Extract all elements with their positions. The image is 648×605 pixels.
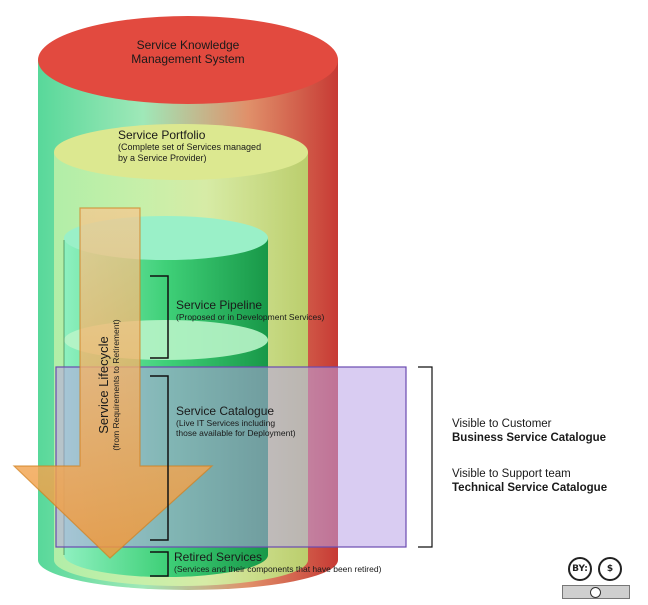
pipeline-bracket [150, 275, 169, 359]
lifecycle-arrow [12, 207, 214, 559]
lifecycle-title: Service Lifecycle [96, 336, 111, 434]
skms-title-line1: Service Knowledge [136, 38, 240, 52]
portfolio-cylinder-top [54, 124, 308, 180]
visibility-customer: Visible to Customer Business Service Cat… [452, 418, 648, 445]
visibility-support-label: Visible to Support team [452, 468, 571, 480]
cc-noncommercial-icon: $ [598, 557, 622, 581]
retired-title: Retired Services [174, 550, 263, 564]
pipeline-title: Service Pipeline [176, 298, 263, 312]
cc-logo-icon [590, 587, 601, 598]
visibility-customer-label: Visible to Customer [452, 418, 552, 430]
portfolio-desc-line1: (Complete set of Services managed [118, 142, 262, 153]
business-catalogue-label: Business Service Catalogue [452, 431, 607, 444]
visibility-support: Visible to Support team Technical Servic… [452, 468, 648, 495]
license-badge[interactable]: BY: $ [558, 557, 634, 601]
catalogue-desc-line2: those available for Deployment) [176, 428, 296, 439]
skms-cylinder-top [38, 16, 338, 104]
technical-catalogue-label: Technical Service Catalogue [452, 481, 608, 494]
lifecycle-subtitle: (from Requirements to Retirement) [111, 319, 121, 451]
retired-bracket [150, 551, 169, 577]
catalogue-bracket [150, 375, 169, 541]
visibility-bracket [418, 366, 433, 548]
cc-license-bar [562, 585, 630, 599]
cc-by-icon: BY: [568, 557, 592, 581]
portfolio-label: Service Portfolio (Complete set of Servi… [118, 128, 318, 163]
lifecycle-label: Service Lifecycle (from Requirements to … [96, 265, 132, 505]
catalogue-title: Service Catalogue [176, 404, 275, 418]
retired-desc: (Services and their components that have… [174, 564, 382, 575]
catalogue-label: Service Catalogue (Live IT Services incl… [176, 404, 376, 438]
skms-title-line2: Management System [131, 52, 245, 67]
portfolio-title: Service Portfolio [118, 128, 206, 142]
retired-label: Retired Services (Services and their com… [174, 550, 454, 574]
catalogue-desc-line1: (Live IT Services including [176, 418, 276, 429]
skms-title: Service Knowledge Management System [102, 38, 274, 66]
portfolio-desc-line2: by a Service Provider) [118, 152, 207, 163]
pipeline-desc: (Proposed or in Development Services) [176, 312, 325, 323]
pipeline-label: Service Pipeline (Proposed or in Develop… [176, 298, 396, 322]
